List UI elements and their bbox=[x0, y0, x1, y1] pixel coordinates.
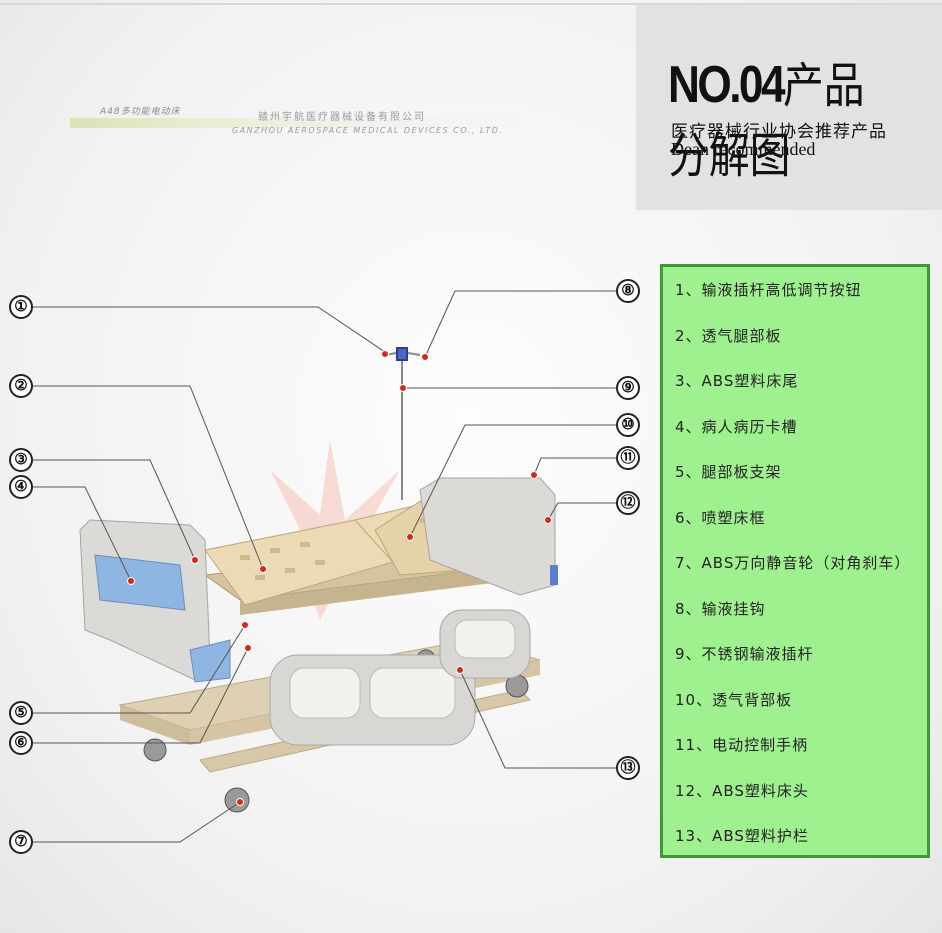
title-cn: 产品分解图 bbox=[668, 60, 865, 183]
title-number: NO.04 bbox=[668, 56, 786, 114]
legend-item-13: 13、ABS塑料护栏 bbox=[675, 827, 809, 845]
foot-board bbox=[79, 519, 231, 683]
company-name-en: GANZHOU AEROSPACE MEDICAL DEVICES CO., L… bbox=[232, 126, 504, 135]
title-panel bbox=[636, 5, 942, 210]
legend-item-7: 7、ABS万向静音轮（对角刹车） bbox=[675, 554, 911, 572]
callout-1: ① bbox=[9, 295, 33, 319]
callout-11: ⑪ bbox=[616, 446, 640, 470]
legend-item-9: 9、不锈钢输液插杆 bbox=[675, 645, 814, 663]
legend-item-2: 2、透气腿部板 bbox=[675, 327, 782, 345]
subtitle-cn: 医疗器械行业协会推荐产品 bbox=[671, 122, 887, 142]
top-border bbox=[0, 3, 942, 5]
page-title: NO.04产品分解图 bbox=[668, 46, 901, 186]
callout-3: ③ bbox=[9, 448, 33, 472]
legend-item-10: 10、透气背部板 bbox=[675, 691, 793, 709]
header-band bbox=[70, 118, 530, 128]
company-name-cn: 赣州宇航医疗器械设备有限公司 bbox=[258, 112, 426, 123]
legend-item-12: 12、ABS塑料床头 bbox=[675, 782, 809, 800]
parts-legend: 1、输液插杆高低调节按钮 2、透气腿部板 3、ABS塑料床尾 4、病人病历卡槽 … bbox=[660, 264, 930, 858]
marker-dots bbox=[127, 350, 552, 806]
leader-lines bbox=[32, 290, 616, 843]
legend-item-11: 11、电动控制手柄 bbox=[675, 736, 809, 754]
callout-4: ④ bbox=[9, 475, 33, 499]
callout-2: ② bbox=[9, 374, 33, 398]
head-board bbox=[419, 477, 558, 596]
legend-item-4: 4、病人病历卡槽 bbox=[675, 418, 798, 436]
legend-item-1: 1、输液插杆高低调节按钮 bbox=[675, 281, 862, 299]
callout-10: ⑩ bbox=[616, 413, 640, 437]
model-label: A48多功能电动床 bbox=[100, 107, 181, 117]
callout-6: ⑥ bbox=[9, 731, 33, 755]
callout-5: ⑤ bbox=[9, 701, 33, 725]
iv-pole bbox=[384, 347, 421, 500]
callout-7: ⑦ bbox=[9, 830, 33, 854]
side-rail bbox=[269, 609, 531, 746]
legend-item-5: 5、腿部板支架 bbox=[675, 463, 782, 481]
callout-9: ⑨ bbox=[616, 376, 640, 400]
callout-13: ⑬ bbox=[616, 756, 640, 780]
callout-8: ⑧ bbox=[616, 279, 640, 303]
callout-12: ⑫ bbox=[616, 491, 640, 515]
legend-item-8: 8、输液挂钩 bbox=[675, 600, 766, 618]
subtitle-en: Dean recommended bbox=[671, 139, 816, 159]
legend-item-3: 3、ABS塑料床尾 bbox=[675, 372, 799, 390]
legend-item-6: 6、喷塑床框 bbox=[675, 509, 766, 527]
